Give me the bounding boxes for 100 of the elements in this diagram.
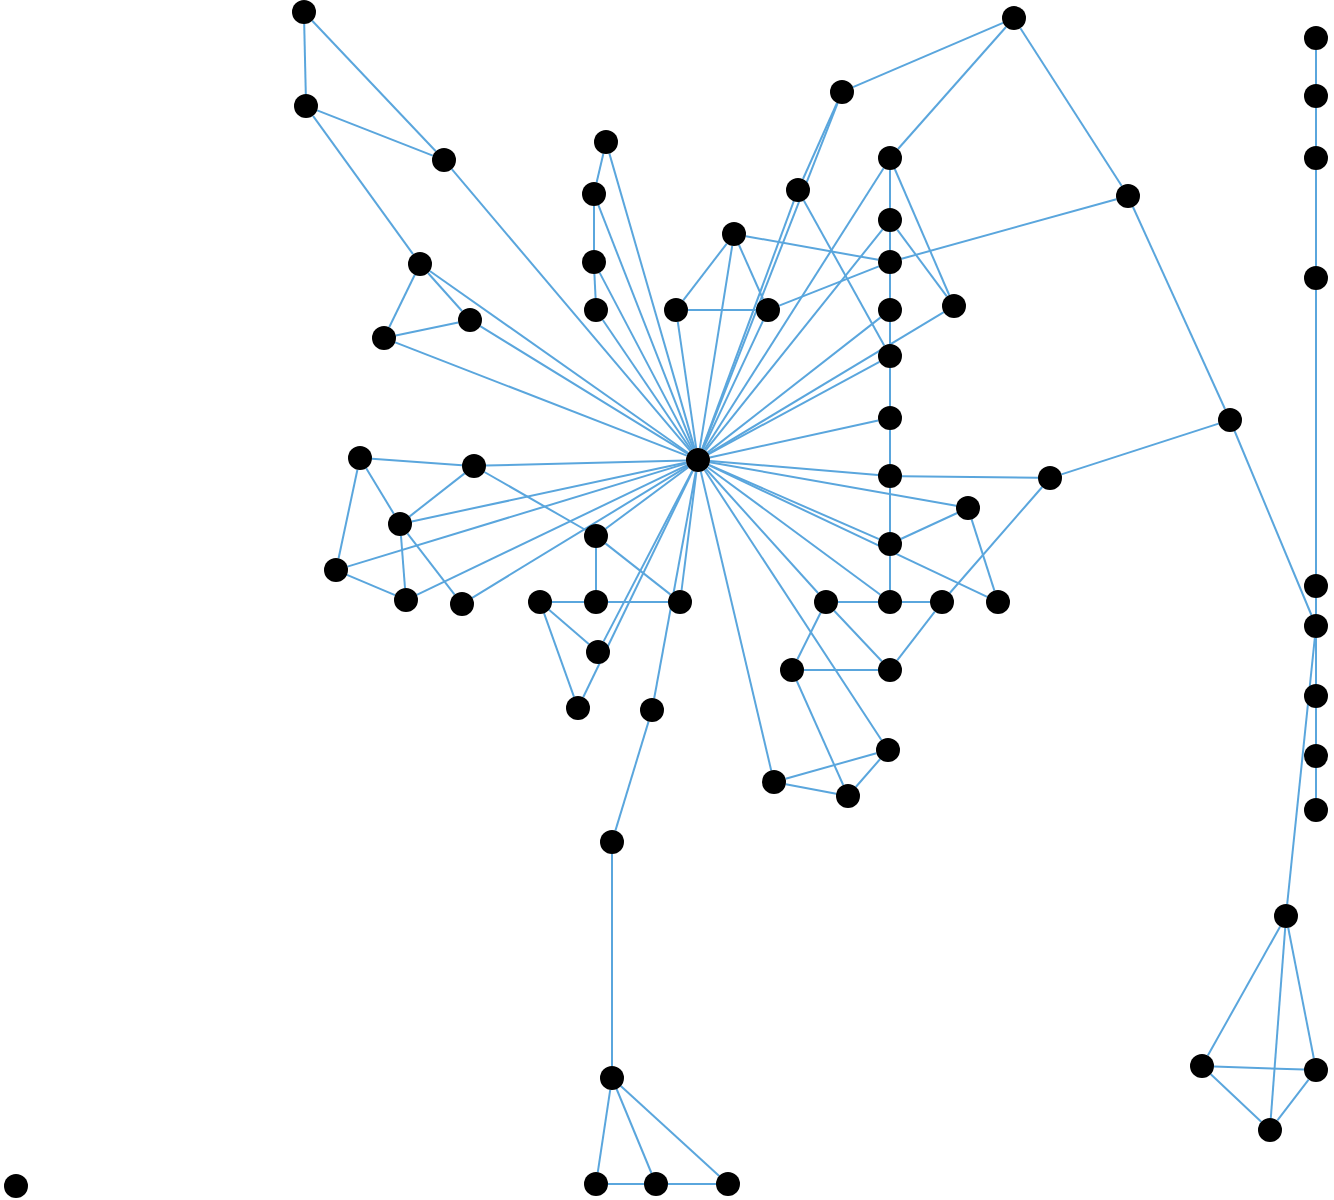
graph-node xyxy=(830,80,854,104)
graph-node xyxy=(640,698,664,722)
connector-line xyxy=(607,1183,645,1185)
connector-line xyxy=(707,360,881,456)
graph-node xyxy=(878,250,902,274)
connector-line xyxy=(889,487,891,533)
connector-line xyxy=(653,470,697,700)
connector-line xyxy=(889,321,891,345)
connector-line xyxy=(1315,637,1317,685)
connector-line xyxy=(1213,1065,1305,1071)
graph-node xyxy=(450,592,474,616)
connector-line xyxy=(699,470,773,772)
connector-line xyxy=(406,532,456,596)
graph-node xyxy=(528,590,552,614)
graph-node xyxy=(1274,904,1298,928)
connector-line xyxy=(597,204,695,450)
connector-line xyxy=(595,152,605,184)
connector-line xyxy=(1315,107,1317,147)
connector-line xyxy=(346,573,396,597)
connector-line xyxy=(970,518,996,592)
graph-node xyxy=(458,308,482,332)
graph-node xyxy=(942,294,966,318)
graph-node xyxy=(1304,146,1328,170)
connector-line xyxy=(901,601,931,603)
graph-node xyxy=(462,454,486,478)
graph-node xyxy=(1304,84,1328,108)
graph-node xyxy=(878,146,902,170)
graph-node xyxy=(394,588,418,612)
connector-line xyxy=(707,311,945,455)
connector-line xyxy=(701,200,795,450)
connector-line xyxy=(889,273,891,299)
graph-node xyxy=(600,1066,624,1090)
graph-node xyxy=(408,252,432,276)
graph-node xyxy=(432,148,456,172)
graph-node xyxy=(668,590,692,614)
connector-line xyxy=(471,465,689,599)
connector-line xyxy=(706,316,882,454)
connector-line xyxy=(1060,422,1220,476)
connector-line xyxy=(410,461,688,523)
connector-line xyxy=(604,466,690,530)
graph-node xyxy=(814,590,838,614)
connector-line xyxy=(897,26,1007,150)
connector-line xyxy=(311,19,437,153)
connector-line xyxy=(615,1088,653,1174)
connector-line xyxy=(802,102,838,180)
graph-node xyxy=(664,298,688,322)
graph-node xyxy=(582,182,606,206)
connector-line xyxy=(802,199,886,347)
connector-line xyxy=(428,270,690,454)
connector-line xyxy=(893,168,951,296)
graph-node xyxy=(1304,798,1328,822)
connector-line xyxy=(682,242,728,302)
graph-node xyxy=(4,1174,28,1198)
connector-line xyxy=(1233,430,1313,616)
connector-line xyxy=(604,542,672,596)
graph-node xyxy=(1304,744,1328,768)
graph-node xyxy=(878,344,902,368)
connector-line xyxy=(601,319,693,451)
connector-line xyxy=(896,610,936,662)
connector-line xyxy=(1206,925,1282,1057)
connector-line xyxy=(551,601,585,603)
connector-line xyxy=(703,167,885,451)
connector-line xyxy=(415,464,689,596)
connector-line xyxy=(596,1088,612,1174)
graph-node xyxy=(1190,1054,1214,1078)
graph-node xyxy=(722,222,746,246)
connector-line xyxy=(901,475,1039,479)
connector-line xyxy=(778,265,880,307)
graph-node xyxy=(600,830,624,854)
graph-node xyxy=(762,770,786,794)
connector-line xyxy=(1276,1078,1310,1122)
graph-node xyxy=(348,446,372,470)
graph-node xyxy=(1002,6,1026,30)
connector-line xyxy=(483,471,587,531)
connector-line xyxy=(899,512,959,540)
connector-line xyxy=(1209,1073,1263,1123)
connector-line xyxy=(704,228,884,452)
connector-line xyxy=(479,325,689,455)
connector-line xyxy=(784,752,878,780)
graph-node xyxy=(878,464,902,488)
connector-line xyxy=(837,601,879,603)
connector-line xyxy=(400,535,406,589)
connector-line xyxy=(889,231,891,251)
graph-node xyxy=(878,298,902,322)
graph-node xyxy=(1258,1118,1282,1142)
graph-node xyxy=(566,696,590,720)
graph-node xyxy=(584,524,608,548)
connector-line xyxy=(1315,707,1317,745)
connector-line xyxy=(680,471,698,591)
connector-line xyxy=(796,611,822,661)
connector-line xyxy=(346,462,688,568)
connector-line xyxy=(543,612,575,698)
connector-line xyxy=(611,853,613,1067)
graph-node xyxy=(584,590,608,614)
connector-line xyxy=(1287,926,1315,1060)
connector-line xyxy=(852,21,1004,89)
connector-line xyxy=(687,309,757,311)
connector-line xyxy=(598,271,694,451)
graph-node xyxy=(1304,614,1328,638)
connector-line xyxy=(365,467,395,515)
